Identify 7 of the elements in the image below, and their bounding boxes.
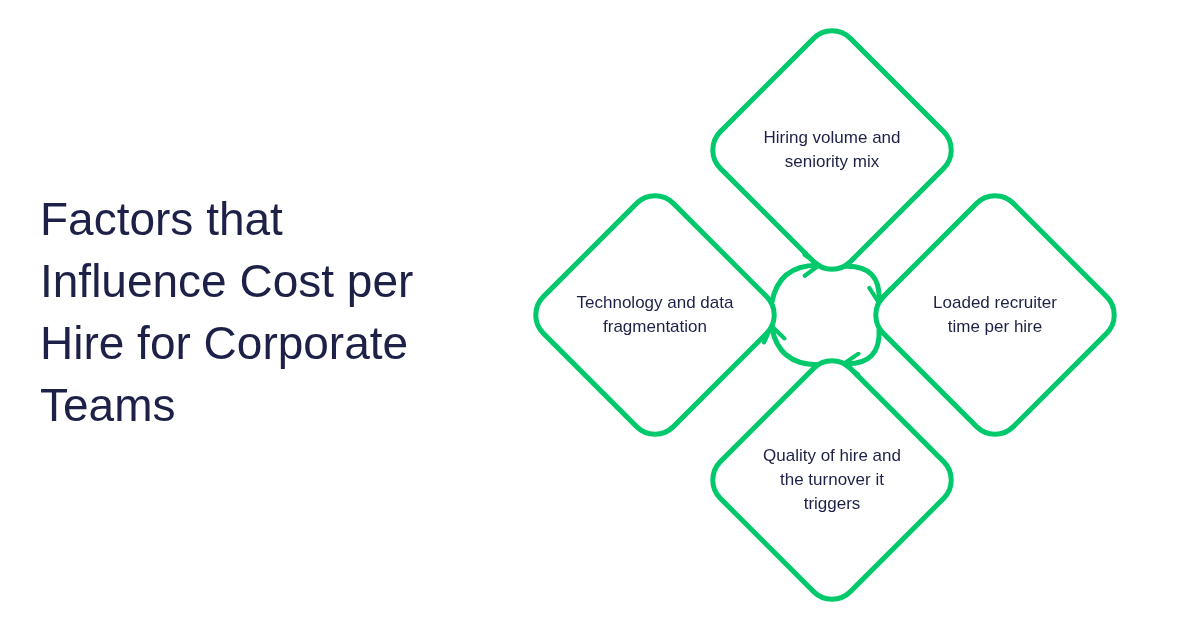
title: Factors that Influence Cost per Hire for Corporate Teams [40,192,415,433]
node-label: Technology and data fragmentation [575,292,735,338]
curved-arrow [769,253,822,305]
node-label: Loaded recruiter time per hire [932,292,1058,338]
node-label: Quality of hire and the turnover it triggers [762,445,902,515]
curved-arrow [762,323,820,368]
node-label: Hiring volume and seniority mix [762,127,902,173]
